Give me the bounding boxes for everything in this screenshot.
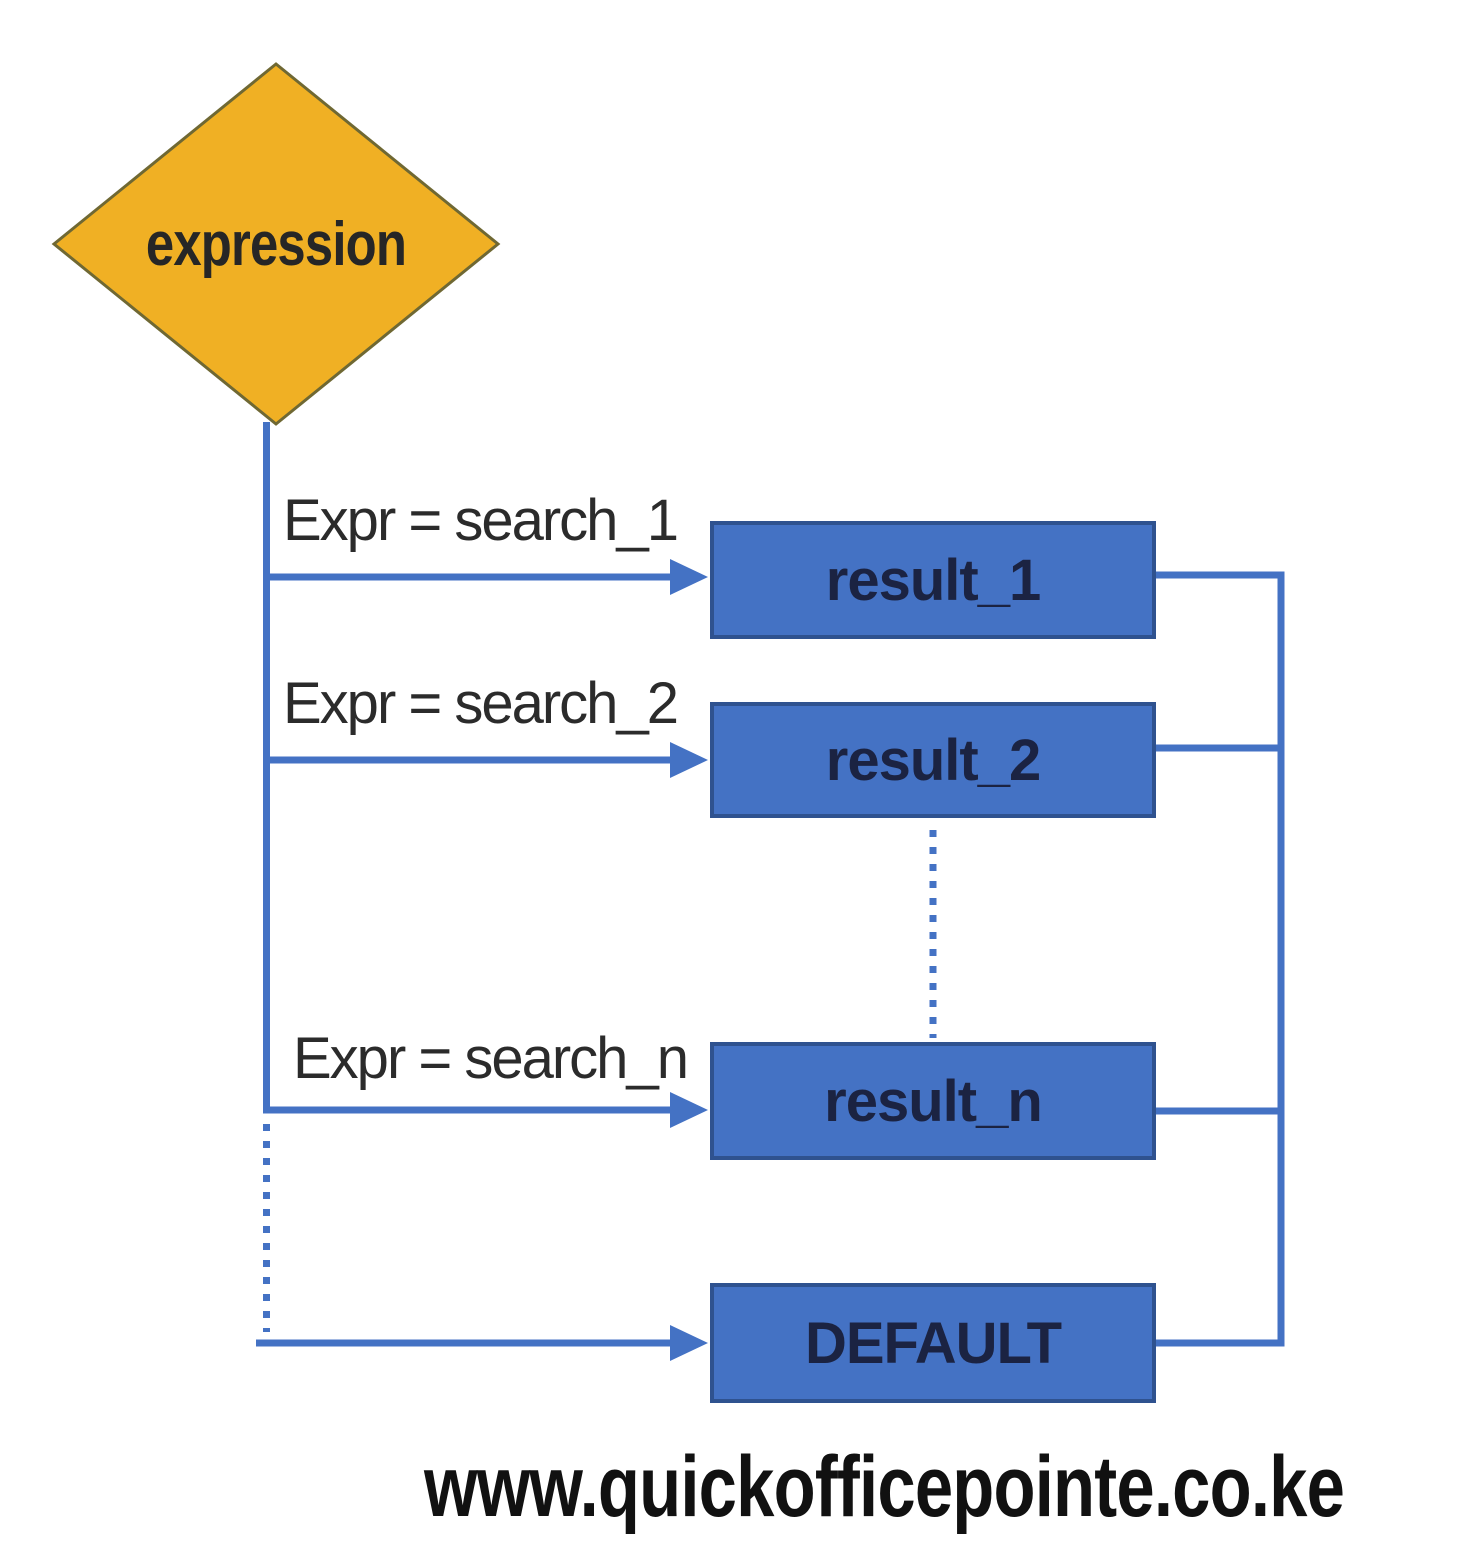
result-2-box: result_2 — [710, 702, 1156, 818]
result-1-box: result_1 — [710, 521, 1156, 639]
branch-n-arrowhead-icon — [670, 1092, 708, 1128]
decision-label: expression — [145, 209, 407, 279]
decision-diamond-outline — [51, 62, 501, 426]
default-arrowhead-icon — [670, 1325, 708, 1361]
branch-2-arrowhead-icon — [670, 742, 708, 778]
result-n-box: result_n — [710, 1042, 1156, 1160]
branch-n-condition-label: Expr = search_n — [293, 1026, 689, 1091]
default-box: DEFAULT — [710, 1283, 1156, 1403]
watermark-url: www.quickofficepointe.co.ke — [424, 1439, 1345, 1535]
branch-1-condition-label: Expr = search_1 — [283, 488, 679, 553]
branch-1-arrowhead-icon — [670, 559, 708, 595]
branch-2-condition-label: Expr = search_2 — [283, 671, 679, 736]
right-rail-connector — [1154, 571, 1285, 1347]
